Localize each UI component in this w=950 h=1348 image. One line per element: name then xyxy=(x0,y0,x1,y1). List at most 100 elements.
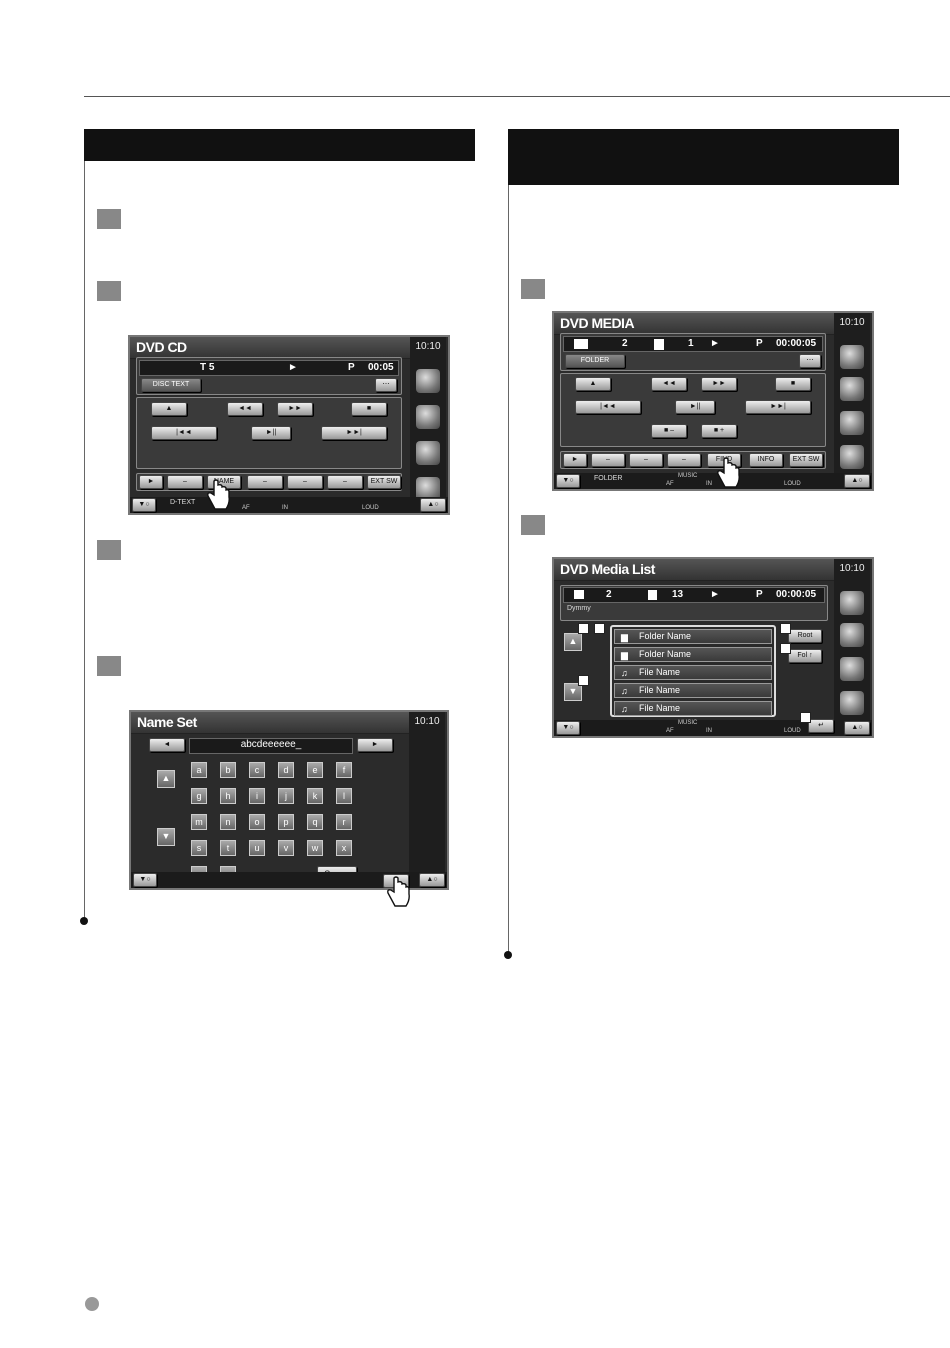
speaker-icon[interactable] xyxy=(416,441,440,465)
key-a[interactable]: a xyxy=(191,762,207,778)
scroll-text-button[interactable]: ⋯ xyxy=(375,378,397,392)
next-track-button[interactable]: ►►| xyxy=(745,400,811,414)
name-entry-field[interactable]: abcdeeeeee_ xyxy=(189,738,353,754)
next-track-button[interactable]: ►►| xyxy=(321,426,387,440)
key-l[interactable]: l xyxy=(336,788,352,804)
ext-sw-button[interactable]: EXT SW xyxy=(367,475,401,489)
media-icon[interactable] xyxy=(840,377,864,401)
play-pause-button[interactable]: ►|| xyxy=(675,400,715,414)
key-n[interactable]: n xyxy=(220,814,236,830)
fast-forward-button[interactable]: ►► xyxy=(277,402,313,416)
key-o[interactable]: o xyxy=(249,814,265,830)
pointing-hand-icon xyxy=(387,876,410,907)
key-e[interactable]: e xyxy=(307,762,323,778)
key-m[interactable]: m xyxy=(191,814,207,830)
function-button-1[interactable]: – xyxy=(591,453,625,467)
key-k[interactable]: k xyxy=(307,788,323,804)
play-button[interactable]: ► xyxy=(139,475,163,489)
key-r[interactable]: r xyxy=(336,814,352,830)
source-icon[interactable] xyxy=(416,369,440,393)
previous-track-button[interactable]: |◄◄ xyxy=(151,426,217,440)
volume-down-button[interactable]: ▼○ xyxy=(556,721,580,735)
navigation-icon[interactable] xyxy=(840,445,864,469)
key-t[interactable]: t xyxy=(220,840,236,856)
step-marker-right-1 xyxy=(521,279,545,299)
list-item[interactable]: ♫File Name xyxy=(614,701,772,716)
stop-button[interactable]: ■ xyxy=(775,377,811,391)
key-b[interactable]: b xyxy=(220,762,236,778)
source-icon[interactable] xyxy=(840,345,864,369)
media-icon[interactable] xyxy=(840,623,864,647)
key-i[interactable]: i xyxy=(249,788,265,804)
list-down-button[interactable]: ▼ xyxy=(564,683,582,701)
key-q[interactable]: q xyxy=(307,814,323,830)
eject-button[interactable]: ▲ xyxy=(151,402,187,416)
fast-forward-button[interactable]: ►► xyxy=(701,377,737,391)
volume-up-button[interactable]: ▲○ xyxy=(420,498,446,512)
eject-button[interactable]: ▲ xyxy=(575,377,611,391)
volume-up-button[interactable]: ▲○ xyxy=(419,873,445,887)
key-p[interactable]: p xyxy=(278,814,294,830)
list-item-label: Folder Name xyxy=(639,649,692,659)
volume-down-button[interactable]: ▼○ xyxy=(556,474,580,488)
play-pause-button[interactable]: ►|| xyxy=(251,426,291,440)
key-c[interactable]: c xyxy=(249,762,265,778)
folder-button[interactable]: FOLDER xyxy=(565,354,625,368)
folder-down-button[interactable]: ■ – xyxy=(651,424,687,438)
folder-icon xyxy=(574,339,588,349)
previous-track-button[interactable]: |◄◄ xyxy=(575,400,641,414)
function-button-2[interactable]: – xyxy=(629,453,663,467)
return-button[interactable]: ↵ xyxy=(808,719,834,733)
key-w[interactable]: w xyxy=(307,840,323,856)
rewind-button[interactable]: ◄◄ xyxy=(227,402,263,416)
scroll-down-button[interactable]: ▼ xyxy=(157,828,175,846)
file-icon xyxy=(654,339,664,350)
ext-sw-button[interactable]: EXT SW xyxy=(789,453,823,467)
key-g[interactable]: g xyxy=(191,788,207,804)
play-button[interactable]: ► xyxy=(563,453,587,467)
media-icon[interactable] xyxy=(416,405,440,429)
folder-up-button[interactable]: ■ + xyxy=(701,424,737,438)
folder-up-button[interactable]: Fol ↑ xyxy=(788,649,822,663)
key-x[interactable]: x xyxy=(336,840,352,856)
scroll-up-button[interactable]: ▲ xyxy=(157,770,175,788)
function-button-3[interactable]: – xyxy=(667,453,701,467)
list-up-button[interactable]: ▲ xyxy=(564,633,582,651)
speaker-icon[interactable] xyxy=(840,657,864,681)
key-u[interactable]: u xyxy=(249,840,265,856)
root-button[interactable]: Root xyxy=(788,629,822,643)
function-bar: ► – – – FIND INFO EXT SW xyxy=(560,451,826,469)
disc-text-button[interactable]: DISC TEXT xyxy=(141,378,201,392)
navigation-icon[interactable] xyxy=(840,691,864,715)
music-note-icon: ♫ xyxy=(621,704,628,714)
scroll-text-button[interactable]: ⋯ xyxy=(799,354,821,368)
key-f[interactable]: f xyxy=(336,762,352,778)
cursor-right-button[interactable]: ► xyxy=(357,738,393,752)
speaker-icon[interactable] xyxy=(840,411,864,435)
list-item[interactable]: ♫File Name xyxy=(614,683,772,698)
rewind-button[interactable]: ◄◄ xyxy=(651,377,687,391)
source-icon[interactable] xyxy=(840,591,864,615)
current-item-name: Dymmy xyxy=(567,605,591,612)
function-button-1[interactable]: – xyxy=(167,475,203,489)
list-item[interactable]: ▆Folder Name xyxy=(614,647,772,662)
function-button-2[interactable]: – xyxy=(247,475,283,489)
function-button-4[interactable]: – xyxy=(327,475,363,489)
info-button[interactable]: INFO xyxy=(749,453,783,467)
status-bar: ▼○ ▲○ xyxy=(131,872,447,888)
key-s[interactable]: s xyxy=(191,840,207,856)
list-item[interactable]: ▆Folder Name xyxy=(614,629,772,644)
key-v[interactable]: v xyxy=(278,840,294,856)
volume-down-button[interactable]: ▼○ xyxy=(132,498,156,512)
key-j[interactable]: j xyxy=(278,788,294,804)
volume-up-button[interactable]: ▲○ xyxy=(844,721,870,735)
volume-down-button[interactable]: ▼○ xyxy=(133,873,157,887)
page-number-dot xyxy=(85,1297,99,1311)
cursor-left-button[interactable]: ◄ xyxy=(149,738,185,752)
stop-button[interactable]: ■ xyxy=(351,402,387,416)
key-h[interactable]: h xyxy=(220,788,236,804)
function-button-3[interactable]: – xyxy=(287,475,323,489)
list-item[interactable]: ♫File Name xyxy=(614,665,772,680)
key-d[interactable]: d xyxy=(278,762,294,778)
volume-up-button[interactable]: ▲○ xyxy=(844,474,870,488)
